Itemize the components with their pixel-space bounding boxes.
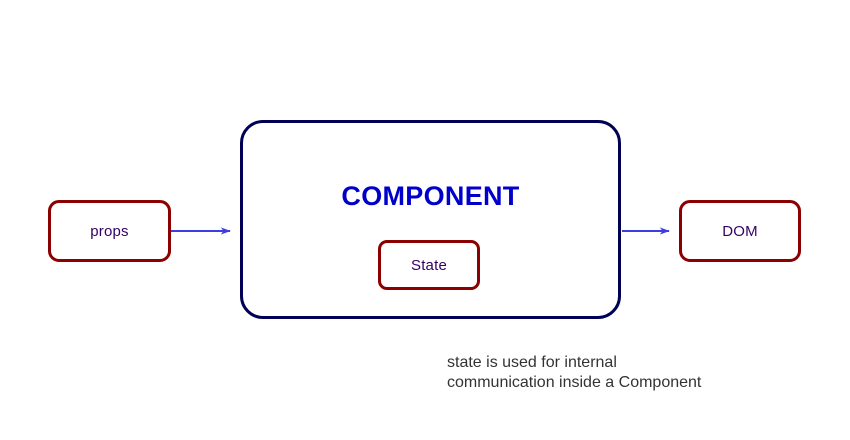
arrow-props-to-component[interactable] — [171, 219, 241, 243]
arrow-component-to-dom[interactable] — [620, 219, 680, 243]
node-component-label: COMPONENT — [341, 181, 520, 211]
diagram-caption: state is used for internal communication… — [447, 354, 702, 391]
node-dom[interactable]: DOM — [679, 200, 801, 262]
node-props-label: props — [90, 222, 129, 240]
node-dom-label: DOM — [722, 222, 758, 240]
node-props[interactable]: props — [48, 200, 171, 262]
node-state[interactable]: State — [378, 240, 480, 290]
node-state-label: State — [410, 256, 448, 274]
node-component[interactable]: COMPONENT — [240, 120, 621, 319]
